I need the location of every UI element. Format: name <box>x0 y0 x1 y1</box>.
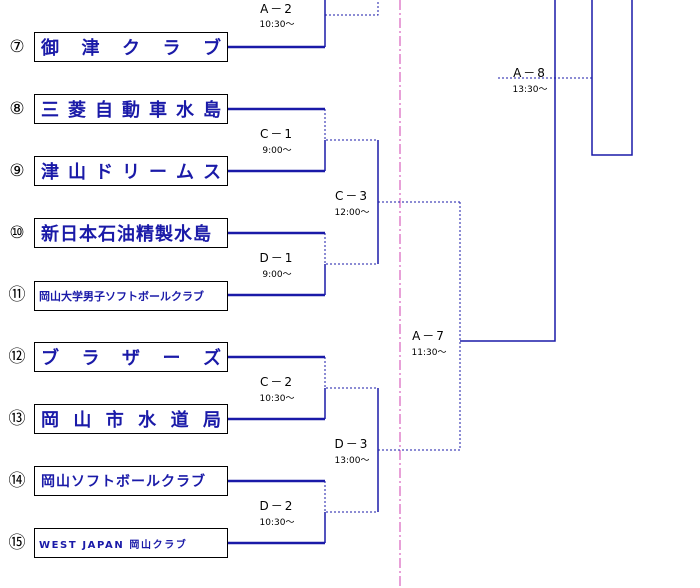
team-box-13: 岡山市水道局 <box>34 404 228 434</box>
a2-top <box>325 0 379 16</box>
seed-15: ⑮ <box>8 533 26 553</box>
team-name-char: 三 <box>41 100 59 121</box>
team-name-char: ム <box>176 162 194 183</box>
match-time-c2: 10:30～ <box>259 394 295 404</box>
seed-12: ⑫ <box>8 347 26 367</box>
team-name-char: 市 <box>105 410 124 431</box>
team-name-char: 自 <box>95 100 113 121</box>
team-box-9: 津山ドリームス <box>34 156 228 186</box>
team-name-char: ブ <box>203 38 221 59</box>
match-code-d3: D－3 <box>334 437 370 451</box>
team-name-char: 水 <box>138 410 157 431</box>
team-box-10: 新日本石油精製水島 <box>34 218 228 248</box>
match-time-d3: 13:00～ <box>334 456 370 466</box>
match-code-d1: D－1 <box>259 251 295 265</box>
team-name-char: リ <box>122 162 140 183</box>
team-name-char: ラ <box>162 38 181 59</box>
match-code-a2: A－2 <box>260 2 294 16</box>
team-name-char: ー <box>149 162 167 183</box>
team-box-8: 三菱自動車水島 <box>34 94 228 124</box>
team-name-char: 御 <box>41 38 59 59</box>
team-name-char: 車 <box>149 100 167 121</box>
d2-pair <box>324 481 378 513</box>
match-time-a7: 11:30～ <box>411 348 447 358</box>
team-name-char: 動 <box>122 100 140 121</box>
team-name-char: 津 <box>41 162 59 183</box>
a8-box <box>591 0 633 156</box>
match-code-c1: C－1 <box>259 127 294 141</box>
match-time-a2: 10:30～ <box>259 20 295 30</box>
seed-9: ⑨ <box>9 161 25 181</box>
seed-13: ⑬ <box>8 409 26 429</box>
match-time-d2: 10:30～ <box>259 518 295 528</box>
team-name-char: 山 <box>68 162 86 183</box>
team-name-char: ブ <box>41 348 59 369</box>
seed-7: ⑦ <box>9 37 25 57</box>
c1-pair <box>324 109 378 141</box>
team-name-char: 島 <box>203 100 221 121</box>
team-name-char: 山 <box>73 410 92 431</box>
team-box-15: WEST JAPAN 岡山クラブ <box>34 528 228 558</box>
team-box-14: 岡山ソフトボールクラブ <box>34 466 228 496</box>
d3-pair <box>378 202 461 451</box>
team-name-char: 岡 <box>41 410 59 431</box>
match-time-d1: 9:00～ <box>262 270 292 280</box>
seed-14: ⑭ <box>8 471 26 491</box>
seed-10: ⑩ <box>9 223 25 243</box>
team-name-char: 道 <box>170 410 189 431</box>
match-time-c3: 12:00～ <box>334 208 370 218</box>
match-time-a8: 13:30～ <box>512 85 548 95</box>
d1-pair <box>324 233 378 265</box>
match-code-a8: A－8 <box>513 66 547 80</box>
team-name-char: ー <box>162 348 181 369</box>
match-code-a7: A－7 <box>412 329 446 343</box>
team-name-char: ド <box>95 162 113 183</box>
match-code-c2: C－2 <box>259 375 294 389</box>
team-name-char: 局 <box>202 410 221 431</box>
team-name-char: 水 <box>176 100 194 121</box>
seed-8: ⑧ <box>9 99 25 119</box>
match-code-d2: D－2 <box>259 499 295 513</box>
c2-pair <box>324 357 378 389</box>
team-name-char: 菱 <box>68 100 86 121</box>
team-box-12: ブラザーズ <box>34 342 228 372</box>
team-name-char: ラ <box>81 348 100 369</box>
team-name-char: ザ <box>122 348 140 369</box>
team-name-char: 津 <box>81 38 100 59</box>
seed-11: ⑪ <box>8 285 26 305</box>
match-code-c3: C－3 <box>334 189 369 203</box>
team-name-char: ズ <box>203 348 221 369</box>
team-box-11: 岡山大学男子ソフトボールクラブ <box>34 281 228 311</box>
team-name-char: ク <box>122 38 140 59</box>
match-time-c1: 9:00～ <box>262 146 292 156</box>
team-name-char: ス <box>203 162 221 183</box>
team-box-7: 御津クラブ <box>34 32 228 62</box>
a7-out <box>460 0 556 342</box>
